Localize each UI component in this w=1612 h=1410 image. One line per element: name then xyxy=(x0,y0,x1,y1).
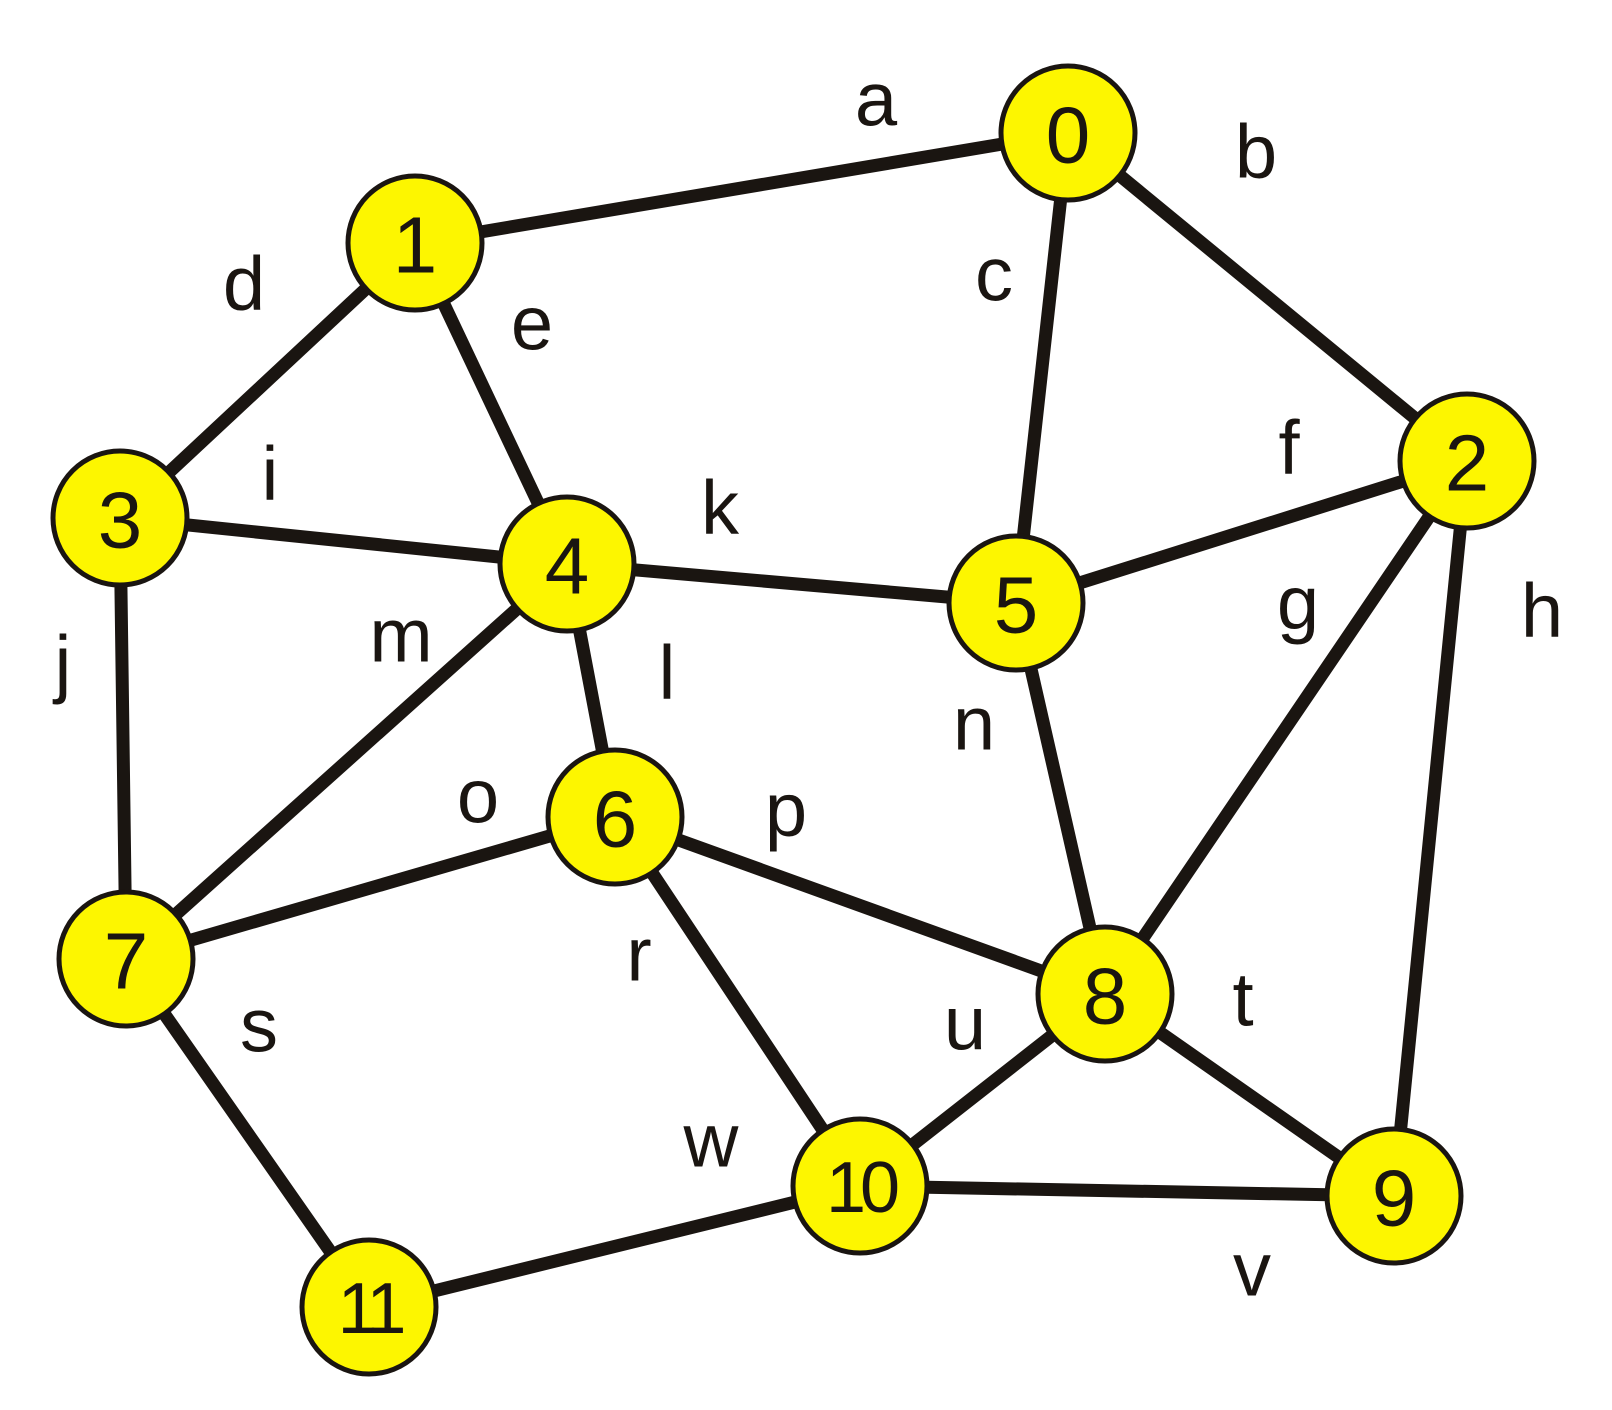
edge-w xyxy=(362,1179,867,1314)
edge-label-m: m xyxy=(369,594,432,679)
edge-label-o: o xyxy=(457,755,499,840)
edge-v xyxy=(853,1179,1401,1203)
node-10: 10 xyxy=(790,1116,930,1256)
node-circle-4 xyxy=(497,494,637,634)
node-label-10: 10 xyxy=(826,1148,898,1228)
edge-label-c: c xyxy=(975,233,1013,318)
node-label-4: 4 xyxy=(545,522,590,611)
node-label-9: 9 xyxy=(1372,1154,1417,1243)
edge-label-w: w xyxy=(683,1099,740,1184)
node-label-5: 5 xyxy=(994,561,1039,650)
node-label-3: 3 xyxy=(98,476,143,565)
edge-label-k: k xyxy=(701,466,740,551)
node-4: 4 xyxy=(497,494,637,634)
edge-label-d: d xyxy=(223,242,265,327)
node-9: 9 xyxy=(1324,1126,1464,1266)
node-label-1: 1 xyxy=(393,201,438,290)
node-7: 7 xyxy=(56,889,196,1029)
edge-s xyxy=(119,952,376,1314)
edge-label-v: v xyxy=(1233,1228,1271,1313)
node-circle-1 xyxy=(345,173,485,313)
node-label-8: 8 xyxy=(1083,952,1128,1041)
edge-a xyxy=(408,126,1075,250)
node-circle-6 xyxy=(545,747,685,887)
edge-r xyxy=(608,810,867,1193)
edge-label-j: j xyxy=(53,621,72,706)
node-circle-0 xyxy=(998,63,1138,203)
nodes-layer: 0 1 2 3 4 5 6 7 8 9 10 11 xyxy=(50,63,1537,1377)
node-label-0: 0 xyxy=(1046,91,1091,180)
node-label-6: 6 xyxy=(593,775,638,864)
node-5: 5 xyxy=(946,533,1086,673)
node-circle-5 xyxy=(946,533,1086,673)
edge-p xyxy=(608,810,1112,1001)
node-circle-9 xyxy=(1324,1126,1464,1266)
edge-label-n: n xyxy=(953,682,995,767)
edge-g xyxy=(1098,454,1474,1001)
node-2: 2 xyxy=(1397,391,1537,531)
node-1: 1 xyxy=(345,173,485,313)
edge-i xyxy=(113,511,574,571)
edge-label-e: e xyxy=(511,282,553,367)
node-label-11: 11 xyxy=(338,1269,404,1349)
edge-label-f: f xyxy=(1278,406,1300,491)
node-circle-3 xyxy=(50,448,190,588)
edge-c xyxy=(1009,126,1075,610)
node-circle-11 xyxy=(299,1237,439,1377)
edge-label-g: g xyxy=(1277,561,1319,646)
node-label-7: 7 xyxy=(104,917,149,1006)
edge-label-u: u xyxy=(944,982,986,1067)
edge-label-a: a xyxy=(855,58,898,143)
node-8: 8 xyxy=(1035,924,1175,1064)
node-3: 3 xyxy=(50,448,190,588)
edge-label-l: l xyxy=(659,631,676,716)
edge-o xyxy=(119,810,622,966)
edge-label-s: s xyxy=(240,984,278,1069)
edge-label-r: r xyxy=(626,913,651,998)
node-circle-10 xyxy=(790,1116,930,1256)
edge-label-p: p xyxy=(765,768,807,853)
node-11: 11 xyxy=(299,1237,439,1377)
node-circle-8 xyxy=(1035,924,1175,1064)
edges-layer xyxy=(113,126,1474,1314)
edge-k xyxy=(560,557,1023,610)
edge-label-h: h xyxy=(1521,569,1563,654)
node-label-2: 2 xyxy=(1445,419,1490,508)
edge-labels-layer: a b c d e fg h i j kl m n o p r s t u v w xyxy=(53,58,1564,1313)
node-circle-2 xyxy=(1397,391,1537,531)
node-6: 6 xyxy=(545,747,685,887)
node-0: 0 xyxy=(998,63,1138,203)
edge-label-b: b xyxy=(1235,110,1277,195)
edge-b xyxy=(1061,126,1474,468)
edge-j xyxy=(113,511,133,966)
node-circle-7 xyxy=(56,889,196,1029)
edge-label-i: i xyxy=(262,432,279,517)
edge-m xyxy=(119,557,574,966)
edge-label-t: t xyxy=(1232,958,1253,1043)
edge-f xyxy=(1009,454,1474,610)
edge-h xyxy=(1387,454,1474,1203)
